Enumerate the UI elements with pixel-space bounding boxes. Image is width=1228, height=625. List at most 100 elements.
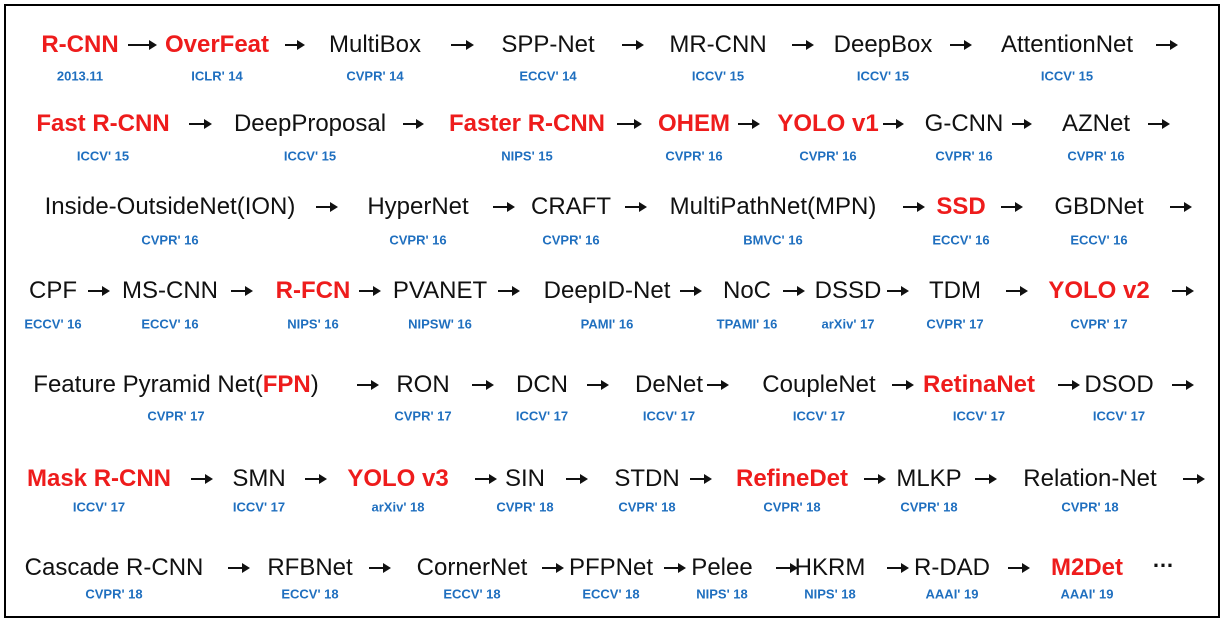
node-venue: CVPR' 16 — [141, 232, 199, 248]
node-name: MultiBox — [328, 31, 422, 58]
node-name: R-CNN — [41, 31, 119, 58]
node-venue: ECCV' 14 — [519, 68, 577, 84]
node-name: SPP-Net — [501, 31, 595, 58]
node-venue: CVPR' 16 — [665, 148, 723, 164]
node-venue: CVPR' 16 — [935, 148, 993, 164]
node-venue: CVPR' 16 — [542, 232, 600, 248]
node-name: R-FCN — [275, 277, 351, 304]
node-venue: ICLR' 14 — [191, 68, 243, 84]
node-name: Mask R-CNN — [26, 465, 172, 492]
node-name: YOLO v1 — [777, 110, 879, 137]
node-name: SIN — [504, 465, 546, 492]
node-venue: ECCV' 16 — [141, 316, 199, 332]
node-venue: ICCV' 17 — [792, 408, 846, 424]
arrow-right-icon — [887, 563, 909, 573]
node-name: RefineDet — [735, 465, 849, 492]
node-venue: ECCV' 18 — [281, 586, 339, 602]
node-name: AZNet — [1061, 110, 1131, 137]
node-name: YOLO v3 — [347, 465, 449, 492]
node-name: Fast R-CNN — [36, 110, 170, 137]
node-venue: CVPR' 16 — [389, 232, 447, 248]
node-name: RetinaNet — [922, 371, 1036, 398]
node-name: TDM — [929, 277, 981, 304]
arrow-right-icon — [950, 40, 972, 50]
node-venue: TPAMI' 16 — [716, 316, 778, 332]
arrow-right-icon — [566, 474, 588, 484]
node-name: Inside-OutsideNet(ION) — [44, 193, 296, 220]
node-name: MR-CNN — [669, 31, 767, 58]
arrow-right-icon — [883, 119, 904, 129]
arrow-right-icon — [1170, 202, 1192, 212]
node-venue: CVPR' 17 — [926, 316, 984, 332]
node-venue: ICCV' 15 — [856, 68, 910, 84]
node-venue: ICCV' 17 — [1092, 408, 1146, 424]
node-name: DeepID-Net — [543, 277, 671, 304]
arrow-right-icon — [1008, 563, 1030, 573]
arrow-right-icon — [707, 380, 729, 390]
node-venue: NIPSW' 16 — [408, 316, 472, 332]
node-venue: ECCV' 16 — [24, 316, 82, 332]
node-venue: CVPR' 18 — [1061, 499, 1119, 515]
arrow-right-icon — [1172, 286, 1194, 296]
node-name: M2Det — [1050, 554, 1124, 581]
node-venue: CVPR' 16 — [1067, 148, 1125, 164]
arrow-right-icon — [892, 380, 914, 390]
arrow-right-icon — [128, 40, 157, 50]
node-name: Feature Pyramid Net(FPN) — [33, 373, 318, 397]
node-name: CPF — [29, 277, 77, 304]
node-name: Relation-Net — [1023, 465, 1157, 492]
node-venue: ECCV' 16 — [1070, 232, 1128, 248]
node-name: YOLO v2 — [1048, 277, 1150, 304]
node-venue: AAAI' 19 — [1060, 586, 1114, 602]
node-name: Faster R-CNN — [448, 110, 606, 137]
node-venue: BMVC' 16 — [743, 232, 803, 248]
node-name: SMN — [232, 465, 286, 492]
node-venue: ICCV' 17 — [515, 408, 569, 424]
node-name: HyperNet — [367, 193, 469, 220]
node-venue: ICCV' 17 — [952, 408, 1006, 424]
continuation-ellipsis: … — [1152, 547, 1174, 572]
node-name: DeepProposal — [233, 110, 387, 137]
node-venue: ICCV' 15 — [691, 68, 745, 84]
arrow-right-icon — [1156, 40, 1178, 50]
node-name: MS-CNN — [122, 277, 218, 304]
arrow-right-icon — [587, 380, 609, 390]
node-venue: ECCV' 18 — [443, 586, 501, 602]
node-name: MultiPathNet(MPN) — [669, 193, 877, 220]
node-name: G-CNN — [924, 110, 1004, 137]
arrow-right-icon — [903, 202, 925, 212]
node-venue: NIPS' 18 — [804, 586, 856, 602]
node-name: PFPNet — [568, 554, 654, 581]
node-venue: CVPR' 14 — [346, 68, 404, 84]
node-venue: CVPR' 18 — [618, 499, 676, 515]
arrow-right-icon — [664, 563, 686, 573]
node-name-part: ) — [310, 371, 319, 398]
node-name: Pelee — [691, 554, 753, 581]
arrow-right-icon — [88, 286, 110, 296]
arrow-right-icon — [189, 119, 212, 129]
node-venue: CVPR' 18 — [900, 499, 958, 515]
node-name: STDN — [614, 465, 680, 492]
arrow-right-icon — [357, 380, 379, 390]
node-name: OverFeat — [164, 31, 270, 58]
node-venue: ICCV' 17 — [72, 499, 126, 515]
node-name: Cascade R-CNN — [24, 554, 204, 581]
node-venue: ICCV' 17 — [232, 499, 286, 515]
arrow-right-icon — [1001, 202, 1023, 212]
arrow-right-icon — [1058, 380, 1080, 390]
node-venue: NIPS' 15 — [501, 148, 553, 164]
arrow-right-icon — [285, 40, 305, 50]
arrow-right-icon — [498, 286, 520, 296]
node-venue: CVPR' 17 — [1070, 316, 1128, 332]
arrow-right-icon — [475, 474, 497, 484]
arrow-right-icon — [231, 286, 253, 296]
node-venue: CVPR' 17 — [394, 408, 452, 424]
node-venue: ECCV' 16 — [932, 232, 990, 248]
arrow-right-icon — [690, 474, 712, 484]
node-venue: AAAI' 19 — [925, 586, 979, 602]
node-venue: ICCV' 15 — [1040, 68, 1094, 84]
arrow-right-icon — [451, 40, 474, 50]
arrow-right-icon — [776, 563, 798, 573]
node-venue: CVPR' 18 — [763, 499, 821, 515]
